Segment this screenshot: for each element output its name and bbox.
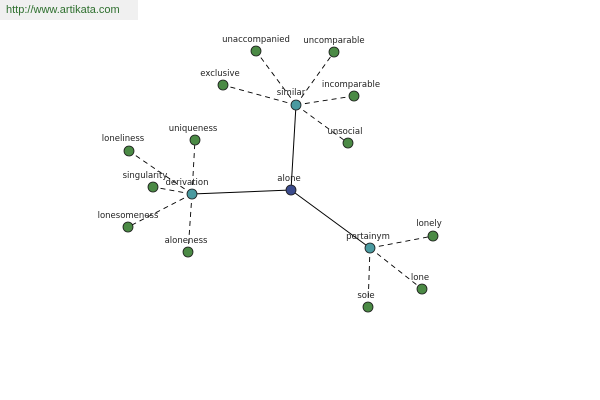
word-node-unsocial[interactable] <box>342 137 354 149</box>
word-node-lonely[interactable] <box>427 230 439 242</box>
edge-similar-uncomparable <box>295 51 335 106</box>
edge-pertainym-sole <box>367 247 371 308</box>
edge-alone-similar <box>290 104 297 191</box>
relation-node-similar[interactable] <box>290 99 302 111</box>
word-node-lonesomeness[interactable] <box>122 221 134 233</box>
node-label-aloneness: aloneness <box>165 236 208 246</box>
word-node-exclusive[interactable] <box>217 79 229 91</box>
node-label-pertainym: pertainym <box>346 232 390 242</box>
node-label-lonesomeness: lonesomeness <box>98 211 159 221</box>
node-label-lonely: lonely <box>416 219 442 229</box>
node-label-exclusive: exclusive <box>200 69 239 79</box>
edge-alone-pertainym <box>290 189 371 249</box>
relation-node-derivation[interactable] <box>186 188 198 200</box>
word-node-loneliness[interactable] <box>123 145 135 157</box>
edge-derivation-lonesomeness <box>127 193 193 228</box>
node-label-lone: lone <box>411 273 429 283</box>
word-node-aloneness[interactable] <box>182 246 194 258</box>
node-label-loneliness: loneliness <box>102 134 145 144</box>
word-node-uniqueness[interactable] <box>189 134 201 146</box>
edge-similar-unsocial <box>295 104 349 144</box>
edge-pertainym-lonely <box>369 235 434 249</box>
node-label-incomparable: incomparable <box>322 80 380 90</box>
word-node-incomparable[interactable] <box>348 90 360 102</box>
node-label-sole: sole <box>357 291 374 301</box>
graph-labels: alone similar derivation pertainym unaccompa… <box>98 35 442 301</box>
node-label-unsocial: unsocial <box>327 127 362 137</box>
graph-nodes <box>122 45 439 313</box>
node-label-similar: similar <box>277 88 306 98</box>
word-node-sole[interactable] <box>362 301 374 313</box>
word-node-singularity[interactable] <box>147 181 159 193</box>
graph-edges <box>127 50 434 308</box>
edge-alone-derivation <box>191 189 292 195</box>
word-node-uncomparable[interactable] <box>328 46 340 58</box>
edge-derivation-loneliness <box>128 150 193 195</box>
watermark-url: http://www.artikata.com <box>0 0 138 20</box>
edge-derivation-aloneness <box>187 193 193 253</box>
node-label-uniqueness: uniqueness <box>169 124 218 134</box>
node-label-unaccompanied: unaccompanied <box>222 35 290 45</box>
word-node-unaccompanied[interactable] <box>250 45 262 57</box>
node-label-alone: alone <box>277 174 300 184</box>
center-node-alone[interactable] <box>285 184 297 196</box>
edge-similar-incomparable <box>295 95 355 106</box>
edge-pertainym-lone <box>369 247 423 290</box>
relation-node-pertainym[interactable] <box>364 242 376 254</box>
node-label-uncomparable: uncomparable <box>303 36 364 46</box>
edge-similar-unaccompanied <box>255 50 297 106</box>
word-node-lone[interactable] <box>416 283 428 295</box>
edge-derivation-uniqueness <box>191 139 196 195</box>
node-label-derivation: derivation <box>165 178 208 188</box>
node-label-singularity: singularity <box>123 171 168 181</box>
edge-similar-exclusive <box>222 84 297 106</box>
edge-derivation-singularity <box>152 186 193 195</box>
